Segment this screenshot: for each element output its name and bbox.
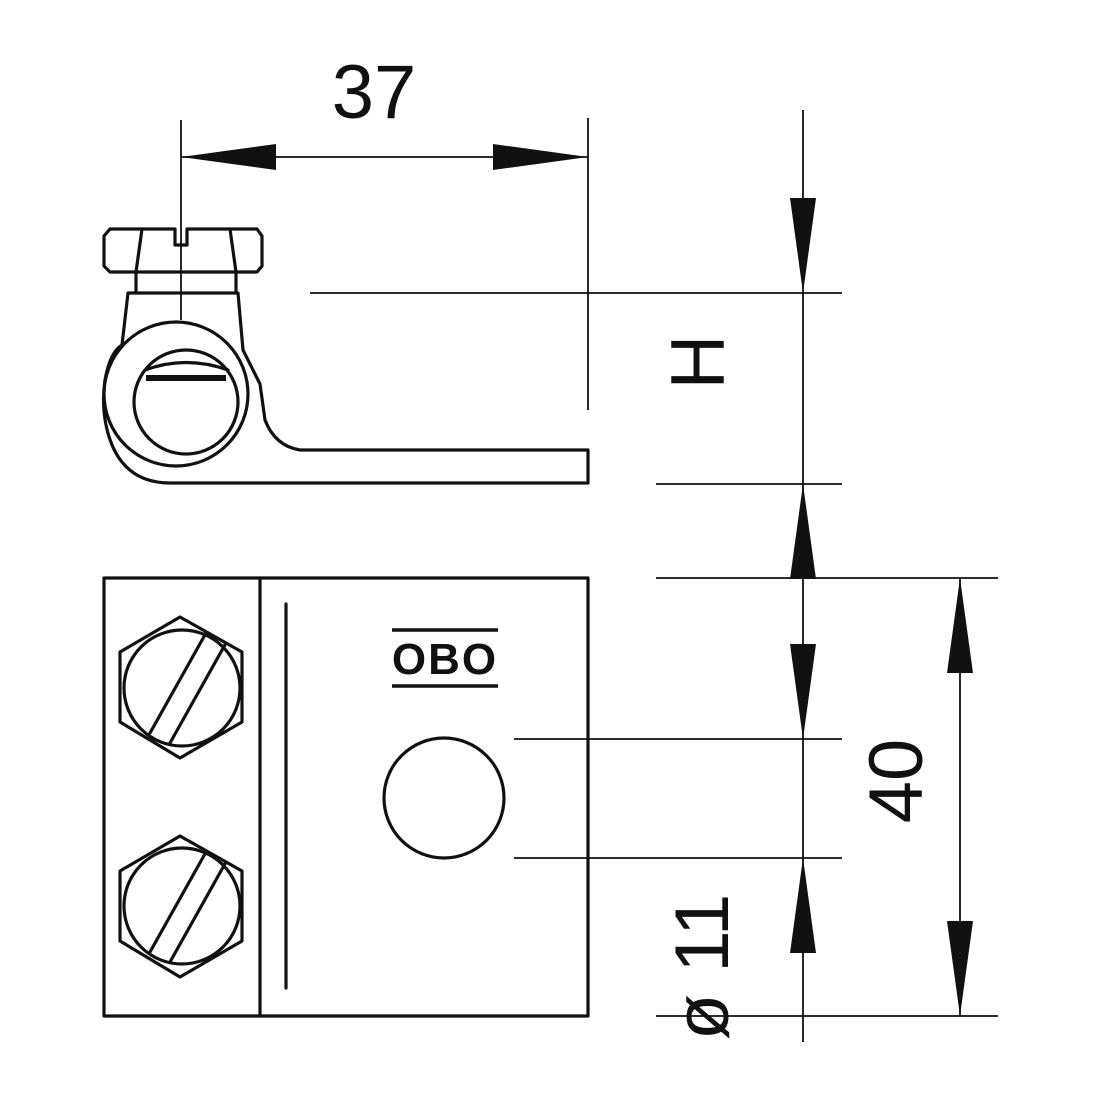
- screw-disc: [122, 628, 242, 748]
- hex-screw-upper: [118, 615, 244, 760]
- arrow-down-icon: [790, 198, 816, 293]
- arrow-left-icon: [181, 144, 276, 170]
- dimension-length: 40: [656, 577, 998, 1017]
- dimension-d11-label: ø 11: [660, 894, 745, 1040]
- hex-nut-icon: [118, 615, 244, 760]
- screw-head: [102, 227, 264, 274]
- dimension-height: H: [310, 110, 842, 1042]
- plate-outline: [102, 576, 590, 1018]
- dimension-37-label: 37: [332, 50, 417, 135]
- screw-slot-icon: [168, 641, 228, 745]
- conductor-hole: [132, 348, 240, 456]
- screw-slot-icon: [148, 631, 208, 735]
- screw-disc: [122, 846, 242, 966]
- dimension-width: 37: [180, 50, 589, 410]
- screw-slot-icon: [148, 850, 208, 954]
- screw-slot-icon: [168, 860, 228, 964]
- arrow-down-icon: [947, 921, 973, 1016]
- arrow-down-icon: [790, 644, 816, 739]
- obo-logo: OBO: [392, 628, 498, 688]
- dimension-H-label: H: [656, 335, 741, 390]
- dimension-40-label: 40: [854, 739, 939, 824]
- screw-tip: [143, 360, 230, 372]
- arrow-right-icon: [493, 144, 588, 170]
- logo-text: OBO: [392, 635, 498, 684]
- top-view: OBO: [102, 576, 590, 1018]
- screw-head-edge: [228, 227, 238, 274]
- mounting-hole: [382, 736, 506, 860]
- hex-screw-lower: [118, 834, 244, 979]
- hex-nut-icon: [118, 834, 244, 979]
- screw-shank: [134, 270, 238, 295]
- arrow-up-icon: [947, 578, 973, 673]
- screw-head-edge: [134, 227, 144, 274]
- arrow-up-icon: [790, 858, 816, 953]
- clamp-ring: [102, 320, 250, 468]
- side-view: [101, 227, 590, 485]
- dimension-hole: ø 11: [514, 644, 842, 1040]
- arrow-up-icon: [790, 484, 816, 579]
